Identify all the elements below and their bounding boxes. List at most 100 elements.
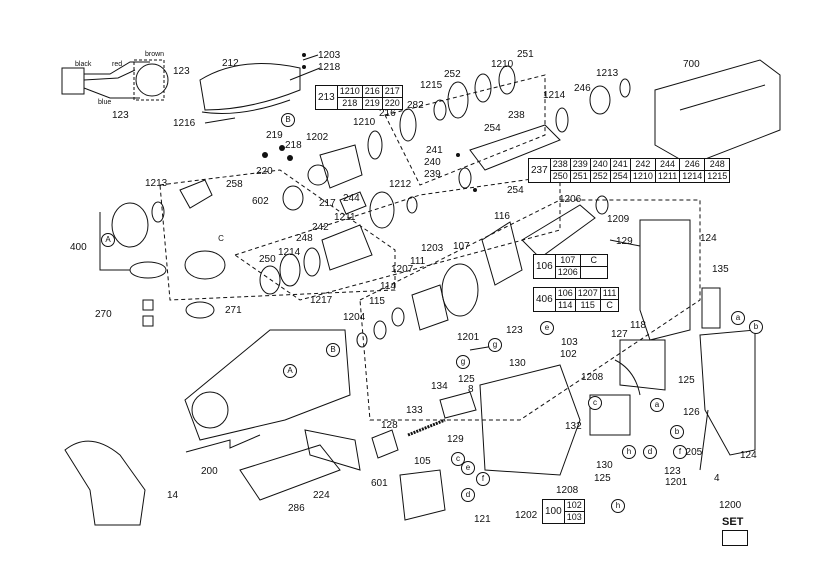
wire-loop <box>614 359 641 396</box>
callout-letter: h <box>622 445 636 459</box>
kit-cell: 241 <box>609 158 631 171</box>
ring-1213-b <box>151 201 165 223</box>
part-label: 1210 <box>353 117 376 128</box>
motor-symbol <box>135 63 169 97</box>
part-label: 244 <box>343 193 360 204</box>
kit-cell: 238 <box>549 158 571 171</box>
kit-table-header: 106 <box>533 254 556 279</box>
callout-letter: f <box>673 445 687 459</box>
part-label: 200 <box>201 466 218 477</box>
part-label: 130 <box>509 358 526 369</box>
part-label: 135 <box>712 264 729 275</box>
part-220 <box>262 152 268 158</box>
callout-letter: d <box>643 445 657 459</box>
part-label: 134 <box>431 381 448 392</box>
part-label: 1201 <box>457 332 480 343</box>
kit-cell: 216 <box>361 85 383 98</box>
part-label: 224 <box>313 490 330 501</box>
cylinder-part <box>319 144 363 189</box>
part-label: 218 <box>285 140 302 151</box>
part-label: 1202 <box>515 510 538 521</box>
ring-248 <box>303 247 321 277</box>
callout-letter: A <box>101 233 115 247</box>
part-label: 270 <box>95 309 112 320</box>
chisel-601 <box>304 429 361 471</box>
kit-cell: 102 <box>563 499 585 512</box>
ring-1212 <box>406 196 418 214</box>
part-134 <box>439 391 477 419</box>
kit-cell: 217 <box>381 85 403 98</box>
wire-blue <box>83 87 140 99</box>
part-label: 1208 <box>556 485 579 496</box>
gear-shaft <box>129 261 167 279</box>
frame-spindle <box>233 174 561 301</box>
part-602 <box>282 185 304 211</box>
part-label: 1215 <box>420 80 443 91</box>
part-label: 1216 <box>173 118 196 129</box>
part-132 <box>589 394 631 436</box>
ring-216 <box>399 108 417 142</box>
callout-letter: c <box>588 396 602 410</box>
part-label: 217 <box>319 198 336 209</box>
kit-cell: 107 <box>554 254 581 267</box>
cover-seal <box>201 99 291 114</box>
part-246 <box>589 85 611 115</box>
part-label: 282 <box>407 100 424 111</box>
part-label: 602 <box>252 196 269 207</box>
part-label: 1205 <box>680 447 703 458</box>
callout-letter: e <box>461 461 475 475</box>
part-label: 123 <box>173 66 190 77</box>
part-label: 14 <box>167 490 179 501</box>
callout-letter: C <box>215 233 227 245</box>
kit-cell: 250 <box>549 170 571 183</box>
bushing-270-b <box>142 315 154 327</box>
spring-133 <box>407 418 446 437</box>
ring-251 <box>498 65 516 95</box>
kit-cell: C <box>579 254 608 267</box>
kit-cell: 219 <box>361 97 383 110</box>
rotor-1206 <box>521 204 596 259</box>
top-cover <box>199 63 301 111</box>
kit-table-header: 213 <box>315 85 338 110</box>
part-label: 271 <box>225 305 242 316</box>
callout-letter: a <box>731 311 745 325</box>
part-label: 700 <box>683 59 700 70</box>
part-label: 254 <box>507 185 524 196</box>
part-label: 1218 <box>318 62 341 73</box>
part-label: 124 <box>740 450 757 461</box>
part-label: 129 <box>616 236 633 247</box>
wiring-block <box>61 67 85 95</box>
callout-letter: a <box>650 398 664 412</box>
part-217 <box>339 191 367 215</box>
kit-cell: 111 <box>599 287 620 300</box>
washer-1218 <box>302 65 306 69</box>
part-label: 124 <box>700 233 717 244</box>
part-label: 246 <box>574 83 591 94</box>
kit-cell: 251 <box>569 170 591 183</box>
callout-letter: d <box>461 488 475 502</box>
part-label: 1213 <box>596 68 619 79</box>
part-label: 1201 <box>665 477 688 488</box>
ring-1204 <box>356 332 368 348</box>
callout-letter: c <box>451 452 465 466</box>
part-label: 1204 <box>343 312 366 323</box>
ring-282 <box>433 99 447 121</box>
kit-cell: 106 <box>554 287 576 300</box>
part-label: 111 <box>410 256 426 267</box>
callout-letter: A <box>283 364 297 378</box>
wire-label-blue: blue <box>98 99 111 106</box>
kit-table-header: 237 <box>528 158 551 183</box>
kit-cell: 218 <box>336 97 363 110</box>
part-label: 125 <box>594 473 611 484</box>
bracket-400 <box>99 212 130 271</box>
part-label: 130 <box>596 460 613 471</box>
cover-224 <box>239 444 341 501</box>
part-label: 132 <box>565 421 582 432</box>
part-label: 128 <box>381 420 398 431</box>
kit-cell: 248 <box>704 158 731 171</box>
switch-135 <box>701 287 721 329</box>
kit-cell: 242 <box>629 158 656 171</box>
part-label: 254 <box>484 123 501 134</box>
